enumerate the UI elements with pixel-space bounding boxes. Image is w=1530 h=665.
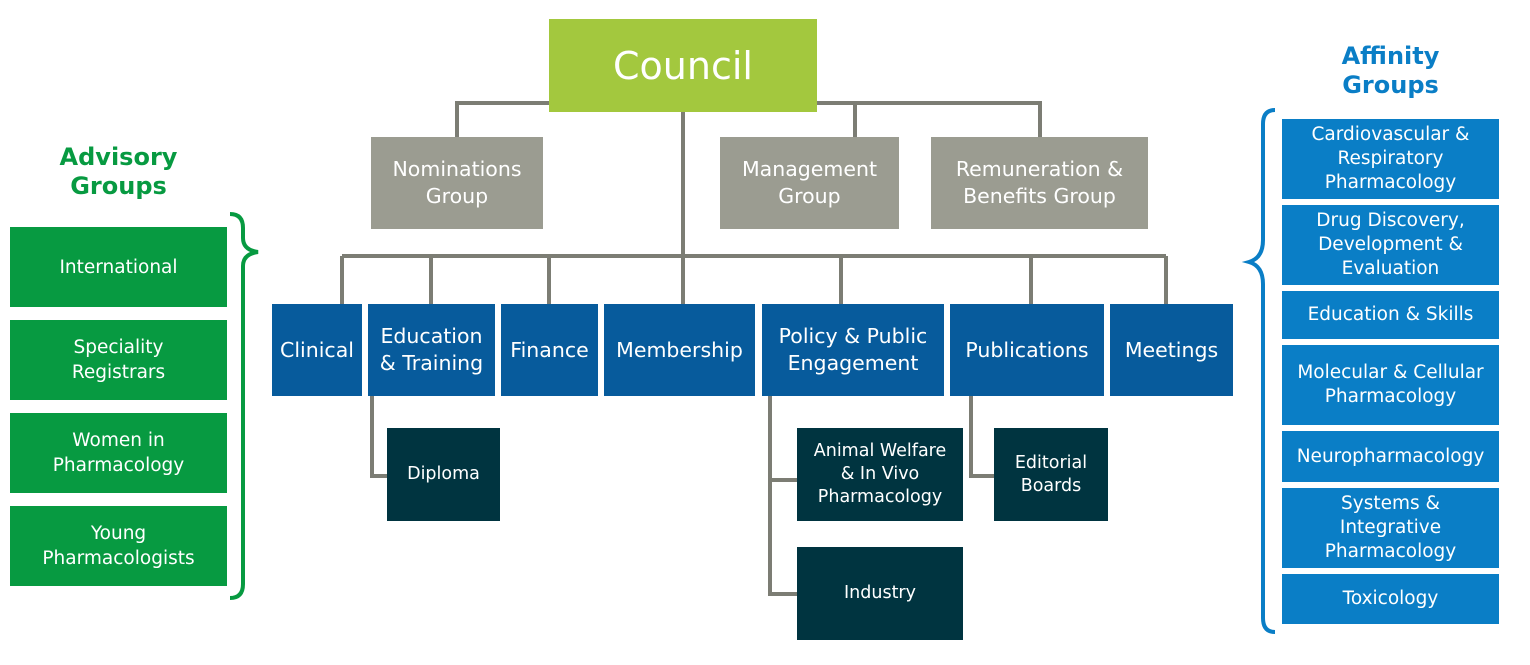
committee-education-label: Education & Training xyxy=(379,324,484,375)
subcommittee-industry: Industry xyxy=(797,547,963,640)
affinity-item-label: Molecular & Cellular Pharmacology xyxy=(1297,362,1484,407)
subcommittee-editorial-label: Editorial Boards xyxy=(1014,452,1088,496)
subcommittee-diploma-label: Diploma xyxy=(407,464,480,484)
committee-publications: Publications xyxy=(950,304,1104,396)
affinity-item-label: Systems & Integrative Pharmacology xyxy=(1324,493,1457,562)
committee-membership-label: Membership xyxy=(616,337,743,362)
affinity-item-label: Drug Discovery, Development & Evaluation xyxy=(1316,210,1465,279)
committee-policy-label: Policy & Public Engagement xyxy=(778,324,928,375)
committee-meetings: Meetings xyxy=(1110,304,1233,396)
committee-membership: Membership xyxy=(604,304,755,396)
management-group-box: Management Group xyxy=(720,137,899,229)
council-label: Council xyxy=(613,43,753,88)
advisory-item-label: Speciality Registrars xyxy=(71,337,166,383)
advisory-item: International xyxy=(10,227,227,307)
affinity-item: Toxicology xyxy=(1282,574,1499,624)
advisory-item-label: International xyxy=(59,256,178,278)
nominations-group-box: Nominations Group xyxy=(371,137,543,229)
advisory-heading: Advisory Groups xyxy=(59,143,178,200)
remuneration-group-label: Remuneration & Benefits Group xyxy=(955,157,1124,208)
committee-policy: Policy & Public Engagement xyxy=(762,304,944,396)
affinity-item-label: Neuropharmacology xyxy=(1296,445,1485,467)
committee-clinical-label: Clinical xyxy=(280,337,354,362)
affinity-item: Molecular & Cellular Pharmacology xyxy=(1282,345,1499,425)
affinity-heading: Affinity Groups xyxy=(1341,42,1440,99)
subcommittee-editorial: Editorial Boards xyxy=(994,428,1108,521)
advisory-item-label: Young Pharmacologists xyxy=(42,523,195,569)
committee-clinical: Clinical xyxy=(272,304,362,396)
subcommittee-industry-label: Industry xyxy=(844,583,916,603)
committee-meetings-label: Meetings xyxy=(1124,337,1219,362)
management-group-label: Management Group xyxy=(741,157,878,208)
council-box: Council xyxy=(549,19,817,112)
affinity-item-label: Cardiovascular & Respiratory Pharmacolog… xyxy=(1311,124,1470,193)
advisory-item-label: Women in Pharmacology xyxy=(52,430,185,476)
affinity-brace xyxy=(1241,108,1276,634)
affinity-item-label: Education & Skills xyxy=(1307,304,1474,325)
affinity-item: Education & Skills xyxy=(1282,291,1499,339)
affinity-item-label: Toxicology xyxy=(1342,588,1439,609)
committee-finance: Finance xyxy=(501,304,598,396)
committee-finance-label: Finance xyxy=(510,337,589,362)
affinity-item: Cardiovascular & Respiratory Pharmacolog… xyxy=(1282,119,1499,199)
nominations-group-label: Nominations Group xyxy=(392,157,522,208)
remuneration-group-box: Remuneration & Benefits Group xyxy=(931,137,1148,229)
committee-publications-label: Publications xyxy=(965,337,1089,362)
affinity-item: Neuropharmacology xyxy=(1282,431,1499,482)
affinity-item: Drug Discovery, Development & Evaluation xyxy=(1282,205,1499,285)
subcommittee-diploma: Diploma xyxy=(387,428,500,521)
affinity-item: Systems & Integrative Pharmacology xyxy=(1282,488,1499,568)
advisory-brace xyxy=(229,212,259,600)
subcommittee-animal-welfare: Animal Welfare & In Vivo Pharmacology xyxy=(797,428,963,521)
committee-education: Education & Training xyxy=(368,304,495,396)
advisory-item: Women in Pharmacology xyxy=(10,413,227,493)
advisory-item: Young Pharmacologists xyxy=(10,506,227,586)
subcommittee-animal-welfare-label: Animal Welfare & In Vivo Pharmacology xyxy=(813,441,947,507)
advisory-item: Speciality Registrars xyxy=(10,320,227,400)
